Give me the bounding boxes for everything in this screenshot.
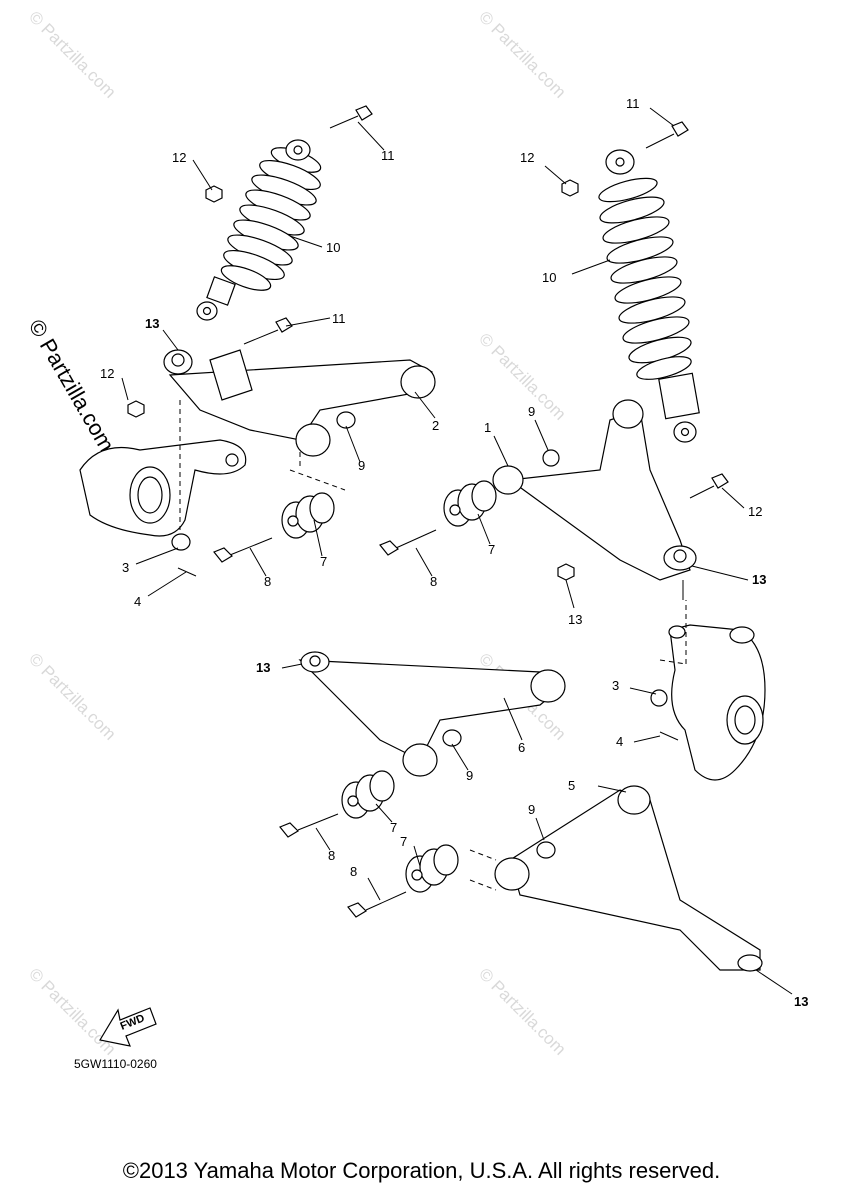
callout-labels: 11 12 10 11 13 12 2 9 7 8 3 4 11 12 10 1… bbox=[100, 96, 808, 1009]
callout-9: 9 bbox=[528, 404, 535, 419]
callout-7: 7 bbox=[488, 542, 495, 557]
callout-10: 10 bbox=[542, 270, 556, 285]
upper-arm-right bbox=[492, 399, 697, 600]
callout-3: 3 bbox=[612, 678, 619, 693]
callout-8: 8 bbox=[350, 864, 357, 879]
watermark: © Partzilla.com bbox=[475, 329, 569, 423]
watermark-side: © Partzilla.com bbox=[24, 315, 120, 456]
bolt-lower-left-1 bbox=[279, 813, 339, 838]
callout-10: 10 bbox=[326, 240, 340, 255]
callout-11: 11 bbox=[332, 311, 346, 326]
steering-knuckle-right bbox=[668, 624, 766, 781]
bushing-left bbox=[281, 492, 335, 539]
callout-7: 7 bbox=[400, 834, 407, 849]
upper-arm-left bbox=[163, 349, 436, 457]
bolt-right-top bbox=[645, 121, 689, 149]
callout-1: 1 bbox=[484, 420, 491, 435]
nut-left-mid bbox=[127, 400, 145, 418]
watermark: © Partzilla.com bbox=[475, 964, 569, 1058]
callout-12: 12 bbox=[100, 366, 114, 381]
cotter-pin-left bbox=[177, 567, 197, 577]
bushing-lower-left-1 bbox=[341, 770, 395, 819]
washer-lower-right bbox=[536, 841, 556, 859]
steering-knuckle-left bbox=[79, 400, 247, 537]
lower-arm-right bbox=[494, 785, 763, 972]
callout-8: 8 bbox=[328, 848, 335, 863]
bolt-lower-left-2 bbox=[347, 891, 407, 918]
diagram-code: 5GW1110-0260 bbox=[74, 1057, 157, 1071]
watermark: © Partzilla.com bbox=[475, 7, 569, 101]
shock-absorber-right bbox=[598, 149, 700, 443]
copyright-notice: ©2013 Yamaha Motor Corporation, U.S.A. A… bbox=[122, 1158, 721, 1183]
bushing-lower-left-2 bbox=[405, 844, 459, 893]
bushing-right bbox=[443, 480, 497, 527]
callout-8: 8 bbox=[430, 574, 437, 589]
callout-11: 11 bbox=[626, 96, 640, 111]
bolt-right-mid bbox=[379, 529, 437, 556]
callout-13: 13 bbox=[256, 660, 270, 675]
washer-left bbox=[336, 411, 356, 429]
callout-7: 7 bbox=[320, 554, 327, 569]
callout-4: 4 bbox=[134, 594, 141, 609]
callout-7: 7 bbox=[390, 820, 397, 835]
callout-8: 8 bbox=[264, 574, 271, 589]
cotter-pin-right bbox=[659, 731, 679, 741]
bolt-left-low bbox=[213, 537, 273, 563]
callout-4: 4 bbox=[616, 734, 623, 749]
washer-right bbox=[542, 449, 560, 467]
washer-lower-left bbox=[442, 729, 462, 747]
nut-left-top bbox=[205, 185, 223, 203]
watermark: © Partzilla.com bbox=[25, 7, 119, 101]
callout-2: 2 bbox=[432, 418, 439, 433]
bolt-right-side bbox=[689, 473, 729, 499]
fwd-arrow-icon: FWD bbox=[99, 1007, 157, 1047]
callout-12: 12 bbox=[520, 150, 534, 165]
nut-right-low bbox=[650, 689, 668, 707]
bolt-left-mid bbox=[243, 317, 293, 345]
watermark: © Partzilla.com bbox=[25, 964, 119, 1058]
callout-11: 12 bbox=[748, 504, 762, 519]
callout-9: 9 bbox=[358, 458, 365, 473]
callout-6: 6 bbox=[518, 740, 525, 755]
shock-absorber-left bbox=[196, 139, 322, 321]
lower-arm-left bbox=[298, 651, 566, 777]
callout-9: 9 bbox=[466, 768, 473, 783]
nut-left-low bbox=[171, 533, 191, 551]
nut-right-mid bbox=[557, 563, 575, 581]
callout-12: 13 bbox=[568, 612, 582, 627]
callout-3: 3 bbox=[122, 560, 129, 575]
callout-12: 12 bbox=[172, 150, 186, 165]
callout-13: 13 bbox=[794, 994, 808, 1009]
callout-13: 13 bbox=[145, 316, 159, 331]
leader-lines bbox=[121, 107, 793, 995]
callout-9: 9 bbox=[528, 802, 535, 817]
callout-11: 11 bbox=[381, 148, 395, 163]
callout-13: 13 bbox=[752, 572, 766, 587]
callout-5: 5 bbox=[568, 778, 575, 793]
watermark: © Partzilla.com bbox=[25, 649, 119, 743]
bolt-left-top bbox=[329, 105, 373, 129]
